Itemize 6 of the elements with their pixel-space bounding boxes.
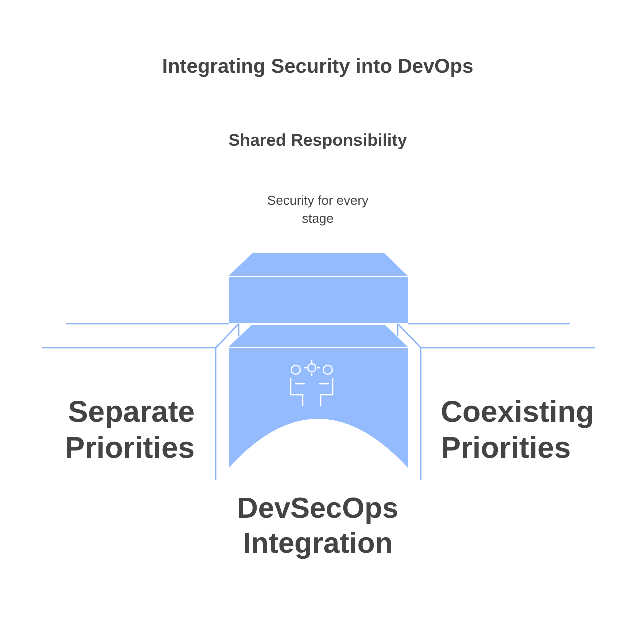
- side-label: Coexisting Priorities: [441, 395, 596, 467]
- title: Integrating Security into DevOps: [161, 55, 475, 79]
- heading: Shared Responsibility: [228, 131, 408, 152]
- description: Security for every stage: [266, 192, 370, 228]
- bottom-label: DevSecOps Integration: [236, 492, 400, 562]
- side-label: Separate Priorities: [64, 395, 195, 467]
